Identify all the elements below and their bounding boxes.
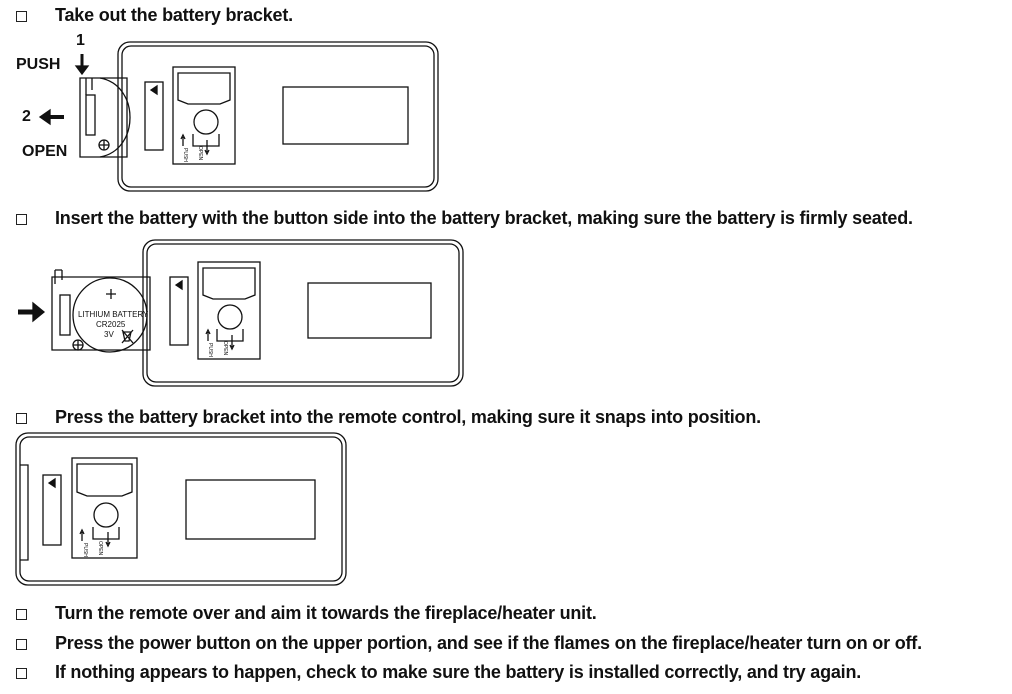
instruction-step-3: Press the battery bracket into the remot… xyxy=(16,407,761,428)
inserted-bracket-edge xyxy=(20,464,29,561)
bracket-slot xyxy=(169,276,189,346)
battery-compartment-2 xyxy=(197,261,261,360)
checkbox-icon xyxy=(16,11,27,22)
display-window-1 xyxy=(282,86,409,145)
display-window-3 xyxy=(185,479,316,540)
checkbox-icon xyxy=(16,639,27,650)
instruction-step-2: Insert the battery with the button side … xyxy=(16,208,913,229)
latch-open-label: OPEN xyxy=(97,541,103,556)
left-arrow-icon xyxy=(38,108,64,126)
instruction-step-5: Press the power button on the upper port… xyxy=(16,633,922,654)
latch-push-label: PUSH xyxy=(82,543,88,557)
instruction-step-1: Take out the battery bracket. xyxy=(16,5,293,26)
latch-push-label: PUSH xyxy=(207,343,213,357)
battery-bracket-1 xyxy=(79,77,131,158)
checkbox-icon xyxy=(16,214,27,225)
checkbox-icon xyxy=(16,609,27,620)
latch-open-label: OPEN xyxy=(222,341,228,356)
battery-voltage: 3V xyxy=(104,330,114,339)
remote-body-1 xyxy=(117,41,439,192)
battery-bracket-2 xyxy=(51,269,151,353)
battery-compartment-3 xyxy=(71,457,138,559)
bracket-slot xyxy=(144,81,164,151)
latch-push-label: PUSH xyxy=(182,148,188,162)
step-text: If nothing appears to happen, check to m… xyxy=(55,662,862,682)
push-label: PUSH xyxy=(16,56,61,73)
battery-brand: LITHIUM BATTERY xyxy=(78,310,149,319)
remote-body-3 xyxy=(15,432,347,586)
plus-icon xyxy=(106,289,116,299)
latch-open-label: OPEN xyxy=(197,146,203,161)
instruction-step-6: If nothing appears to happen, check to m… xyxy=(16,662,861,683)
open-label: OPEN xyxy=(22,143,68,160)
step-text: Turn the remote over and aim it towards … xyxy=(55,603,597,623)
battery-compartment-1 xyxy=(172,66,236,165)
battery-model: CR2025 xyxy=(96,320,126,329)
right-arrow-icon xyxy=(18,301,46,323)
bracket-slot xyxy=(42,474,62,546)
step-number-2: 2 xyxy=(22,108,31,125)
step-text: Press the battery bracket into the remot… xyxy=(55,407,761,427)
recycle-bin-icon xyxy=(121,329,134,344)
step-number-1: 1 xyxy=(76,32,85,49)
instruction-step-4: Turn the remote over and aim it towards … xyxy=(16,603,597,624)
step-text: Insert the battery with the button side … xyxy=(55,208,913,228)
checkbox-icon xyxy=(16,413,27,424)
display-window-2 xyxy=(307,282,432,339)
checkbox-icon xyxy=(16,668,27,679)
remote-body-2 xyxy=(142,239,464,387)
down-arrow-icon xyxy=(74,54,90,76)
step-text: Take out the battery bracket. xyxy=(55,5,293,25)
step-text: Press the power button on the upper port… xyxy=(55,633,922,653)
